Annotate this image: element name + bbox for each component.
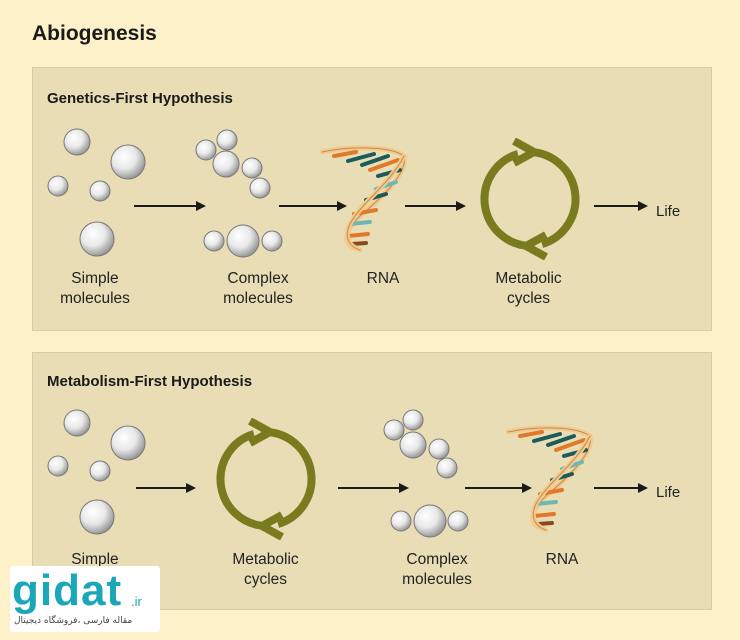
watermark-suffix: .ir bbox=[131, 594, 142, 609]
panel-title: Metabolism-First Hypothesis bbox=[47, 373, 253, 390]
label-rna: RNA bbox=[366, 270, 400, 287]
simple-molecules-group-2 bbox=[47, 409, 146, 535]
watermark: gidat .ir مقاله فارسی ،فروشگاه دیجیتال bbox=[10, 566, 160, 632]
label-metabolic-cycles: Metabolic cycles bbox=[495, 270, 562, 307]
label-life: Life bbox=[656, 203, 681, 220]
rna-molecule bbox=[322, 148, 404, 250]
metabolic-cycle bbox=[220, 421, 311, 537]
label-rna: RNA bbox=[545, 551, 579, 568]
metabolic-cycle bbox=[484, 141, 575, 257]
label-complex-molecules: Complex molecules bbox=[402, 551, 472, 588]
watermark-logo: gidat bbox=[12, 566, 123, 615]
label-metabolic-cycles: Metabolic cycles bbox=[232, 551, 299, 588]
diagram-title: Abiogenesis bbox=[32, 22, 157, 45]
label-simple-molecules: Simple bbox=[71, 551, 119, 568]
watermark-tagline: مقاله فارسی ،فروشگاه دیجیتال bbox=[14, 616, 133, 626]
panel-title: Genetics-First Hypothesis bbox=[47, 90, 233, 107]
rna-molecule bbox=[508, 428, 590, 530]
label-complex-molecules: Complex molecules bbox=[223, 270, 293, 307]
label-simple-molecules: Simple molecules bbox=[60, 270, 130, 307]
simple-molecules-group-1 bbox=[47, 128, 146, 257]
complex-molecules-group-2 bbox=[383, 409, 469, 538]
complex-molecules-group-1 bbox=[195, 129, 283, 258]
label-life: Life bbox=[656, 484, 681, 501]
